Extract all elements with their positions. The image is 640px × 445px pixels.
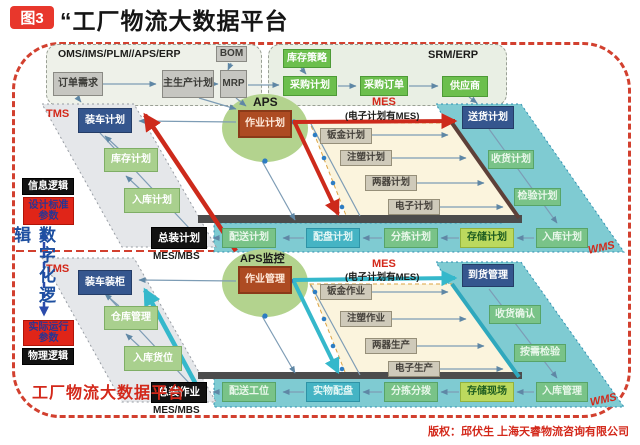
node-design-params: 设计标准参数	[23, 197, 74, 225]
node-distribution-plan: 配送计划	[222, 228, 276, 248]
node-assembly-exec: 总装作业	[151, 382, 207, 403]
node-job-mgmt: 作业管理	[238, 266, 292, 294]
oms-system-label: OMS/IMS/PLM//APS/ERP	[58, 48, 181, 60]
node-receive-confirm: 收货确认	[489, 305, 541, 324]
node-loading-plan: 装车计划	[78, 108, 132, 133]
figure-badge: 图3	[10, 6, 54, 29]
node-purchase-order: 采购订单	[360, 76, 408, 96]
node-loading-exec: 装车装柜	[78, 270, 132, 295]
node-assembly-plan: 总装计划	[151, 227, 207, 249]
mes-execution-note: (电子计划有MES)	[345, 272, 420, 283]
red-flow-arrows	[143, 112, 458, 253]
node-purchase-plan: 采购计划	[283, 76, 337, 96]
mes-planning-label: MES	[372, 96, 396, 108]
node-sorting-exec: 分拣分拨	[384, 382, 438, 402]
node-warehouse-plan: 入库计划	[536, 228, 588, 248]
node-master-production-plan: 主生产计划	[162, 70, 214, 98]
node-warehouse-mgmt2: 入库管理	[536, 382, 588, 402]
tms-execution-label: TMS	[46, 263, 70, 275]
node-sheet-metal-exec: 钣金作业	[320, 284, 372, 300]
digital-logic-vertical-label: 数字化逻辑	[11, 226, 55, 306]
aps-planning-label: APS	[253, 95, 278, 109]
node-sorting-plan: 分拣计划	[384, 228, 438, 248]
node-job-plan: 作业计划	[238, 110, 292, 138]
node-liangqi-plan: 两器计划	[365, 175, 417, 191]
node-inspect-plan: 检验计划	[514, 188, 561, 206]
node-mrp: MRP	[220, 70, 247, 98]
node-storage-site: 存储现场	[460, 382, 514, 402]
node-warehouse-mgmt: 仓库管理	[104, 306, 158, 330]
node-inbound-slot: 入库货位	[124, 346, 182, 371]
node-inventory-plan: 库存计划	[104, 148, 158, 172]
node-delivery-plan: 送货计划	[462, 106, 514, 129]
node-distribution-exec: 配送工位	[222, 382, 276, 402]
srm-system-label: SRM/ERP	[428, 49, 479, 61]
node-order-demand: 订单需求	[53, 72, 103, 96]
page-title: “工厂物流大数据平台	[60, 8, 289, 34]
node-kitting-exec: 实物配盘	[306, 382, 360, 402]
assembly-exec-system-label: MES/MBS	[153, 405, 200, 416]
diagram-frame	[12, 42, 631, 418]
tms-planning-label: TMS	[46, 108, 70, 120]
mes-planning-note: (电子计划有MES)	[345, 111, 420, 122]
node-liangqi-exec: 两器生产	[365, 338, 417, 354]
node-actual-params: 实际运行参数	[23, 320, 74, 346]
node-arrival-mgmt: 到货管理	[462, 264, 514, 287]
mes-execution-label: MES	[372, 258, 396, 270]
node-inventory-strategy: 库存策略	[283, 49, 331, 68]
copyright-line: 版权：邱伏生 上海天睿物流咨询有限公司	[428, 426, 630, 438]
node-inspect-exec: 按需检验	[514, 344, 566, 362]
node-receive-plan: 收货计划	[488, 150, 534, 169]
node-injection-exec: 注塑作业	[340, 311, 392, 327]
node-bom: BOM	[216, 46, 247, 62]
node-electronics-exec: 电子生产	[388, 361, 440, 377]
node-info-logic: 信息逻辑	[22, 178, 74, 195]
node-storage-plan: 存储计划	[460, 228, 514, 248]
node-supplier: 供应商	[442, 76, 488, 97]
node-kitting-plan: 配盘计划	[306, 228, 360, 248]
node-injection-plan: 注塑计划	[340, 150, 392, 166]
platform-title-bottom: 工厂物流大数据平台	[32, 385, 186, 402]
node-electronics-plan: 电子计划	[388, 199, 440, 215]
aps-monitor-label: APS监控	[240, 253, 285, 265]
node-physical-logic: 物理逻辑	[22, 348, 74, 365]
node-sheet-metal-plan: 钣金计划	[320, 128, 372, 144]
node-inbound-plan: 入库计划	[124, 188, 180, 213]
assembly-plan-system-label: MES/MBS	[153, 251, 200, 262]
